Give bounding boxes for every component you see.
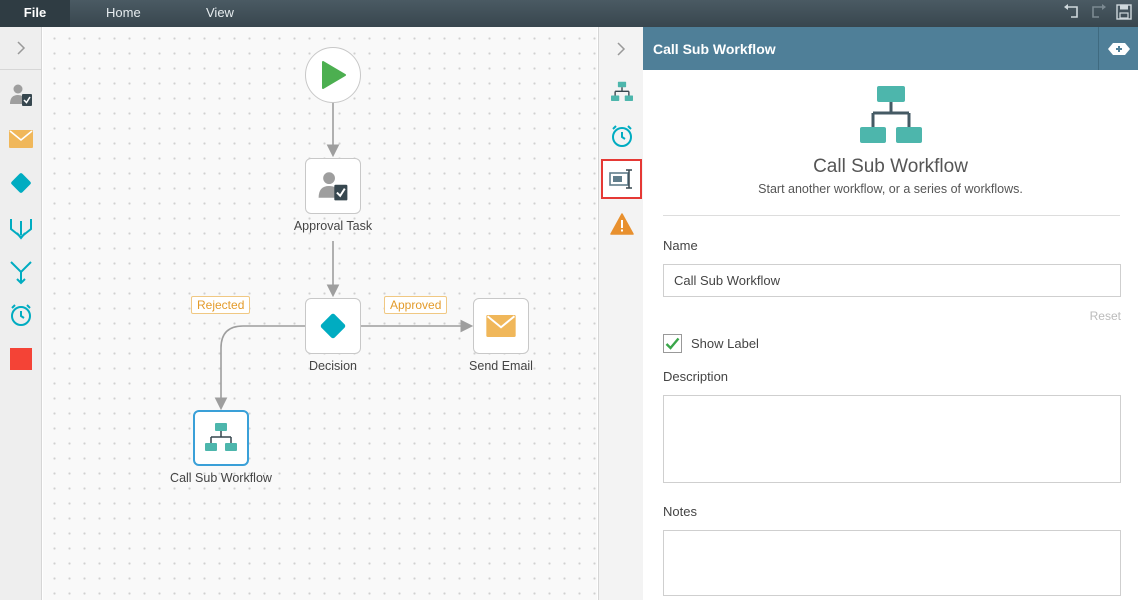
name-input[interactable] [663, 264, 1121, 297]
send-email-node[interactable] [473, 298, 529, 354]
chevron-right-icon [617, 41, 626, 56]
add-button[interactable] [1098, 27, 1138, 70]
tool-decision[interactable] [0, 163, 42, 203]
menu-home[interactable]: Home [106, 5, 141, 20]
decision-icon [11, 173, 31, 193]
chevron-right-icon [16, 41, 25, 55]
connector-lines [214, 102, 474, 411]
text-field-icon [608, 169, 632, 189]
top-icons [1062, 2, 1134, 22]
sub-workflow-icon [859, 86, 922, 143]
email-icon [9, 130, 33, 148]
rejected-tag[interactable]: Rejected [191, 296, 251, 314]
approval-task-label: Approval Task [293, 219, 373, 233]
menu-bar: File Home View [0, 0, 1138, 27]
merge-icon [10, 219, 32, 240]
properties-tab-strip [598, 27, 643, 600]
approval-task-node[interactable] [305, 158, 361, 214]
description-label: Description [663, 369, 729, 384]
panel-hero: Call Sub Workflow Start another workflow… [643, 85, 1138, 196]
tool-stop[interactable] [0, 339, 42, 379]
sub-workflow-icon [205, 423, 237, 451]
tool-approval-task[interactable] [0, 75, 42, 115]
decision-node[interactable] [305, 298, 361, 354]
decision-icon [320, 313, 346, 339]
checkmark-icon [665, 337, 680, 350]
add-tag-icon [1107, 42, 1130, 55]
tab-timer[interactable] [601, 116, 642, 156]
menu-view[interactable]: View [206, 5, 234, 20]
email-icon [486, 315, 516, 337]
show-label-text: Show Label [691, 336, 759, 351]
toolbox-expand-button[interactable] [0, 27, 41, 70]
tab-text-properties[interactable] [601, 159, 642, 199]
toolbox [0, 27, 42, 600]
workflow-canvas[interactable]: Approval Task Decision Send Email Call S… [43, 27, 597, 600]
approved-tag[interactable]: Approved [384, 296, 448, 314]
panel-header-title: Call Sub Workflow [653, 40, 776, 57]
description-textarea[interactable] [663, 395, 1121, 483]
call-sub-workflow-label: Call Sub Workflow [170, 471, 272, 485]
notes-textarea[interactable] [663, 530, 1121, 596]
timer-icon [611, 125, 632, 147]
decision-label: Decision [309, 359, 357, 373]
tool-split[interactable] [0, 252, 42, 292]
panel-collapse-button[interactable] [599, 27, 643, 70]
panel-divider [663, 215, 1120, 216]
panel-hero-title: Call Sub Workflow [813, 156, 968, 177]
send-email-label: Send Email [469, 359, 533, 373]
name-label: Name [663, 238, 698, 253]
timer-icon [11, 304, 31, 326]
stop-icon [10, 348, 32, 370]
redo-icon[interactable] [1088, 2, 1108, 22]
reset-link[interactable]: Reset [1089, 309, 1121, 323]
tab-general[interactable] [601, 72, 642, 112]
play-icon [322, 61, 346, 89]
call-sub-workflow-node[interactable] [193, 410, 249, 466]
tool-timer[interactable] [0, 295, 42, 335]
user-task-icon [318, 172, 348, 201]
undo-icon[interactable] [1062, 2, 1082, 22]
user-task-icon [10, 84, 32, 106]
notes-label: Notes [663, 504, 697, 519]
tab-warnings[interactable] [601, 204, 642, 244]
sub-workflow-icon [610, 81, 633, 101]
save-icon[interactable] [1114, 2, 1134, 22]
tool-merge[interactable] [0, 208, 42, 248]
tool-send-email[interactable] [0, 119, 42, 159]
warning-icon [609, 213, 634, 235]
panel-hero-description: Start another workflow, or a series of w… [758, 182, 1023, 196]
properties-panel: Call Sub Workflow Call Sub Workflow Star… [643, 27, 1138, 600]
start-node[interactable] [305, 47, 361, 103]
menu-file[interactable]: File [0, 0, 70, 27]
split-icon [10, 261, 32, 285]
show-label-checkbox[interactable] [663, 334, 682, 353]
panel-header: Call Sub Workflow [643, 27, 1138, 70]
